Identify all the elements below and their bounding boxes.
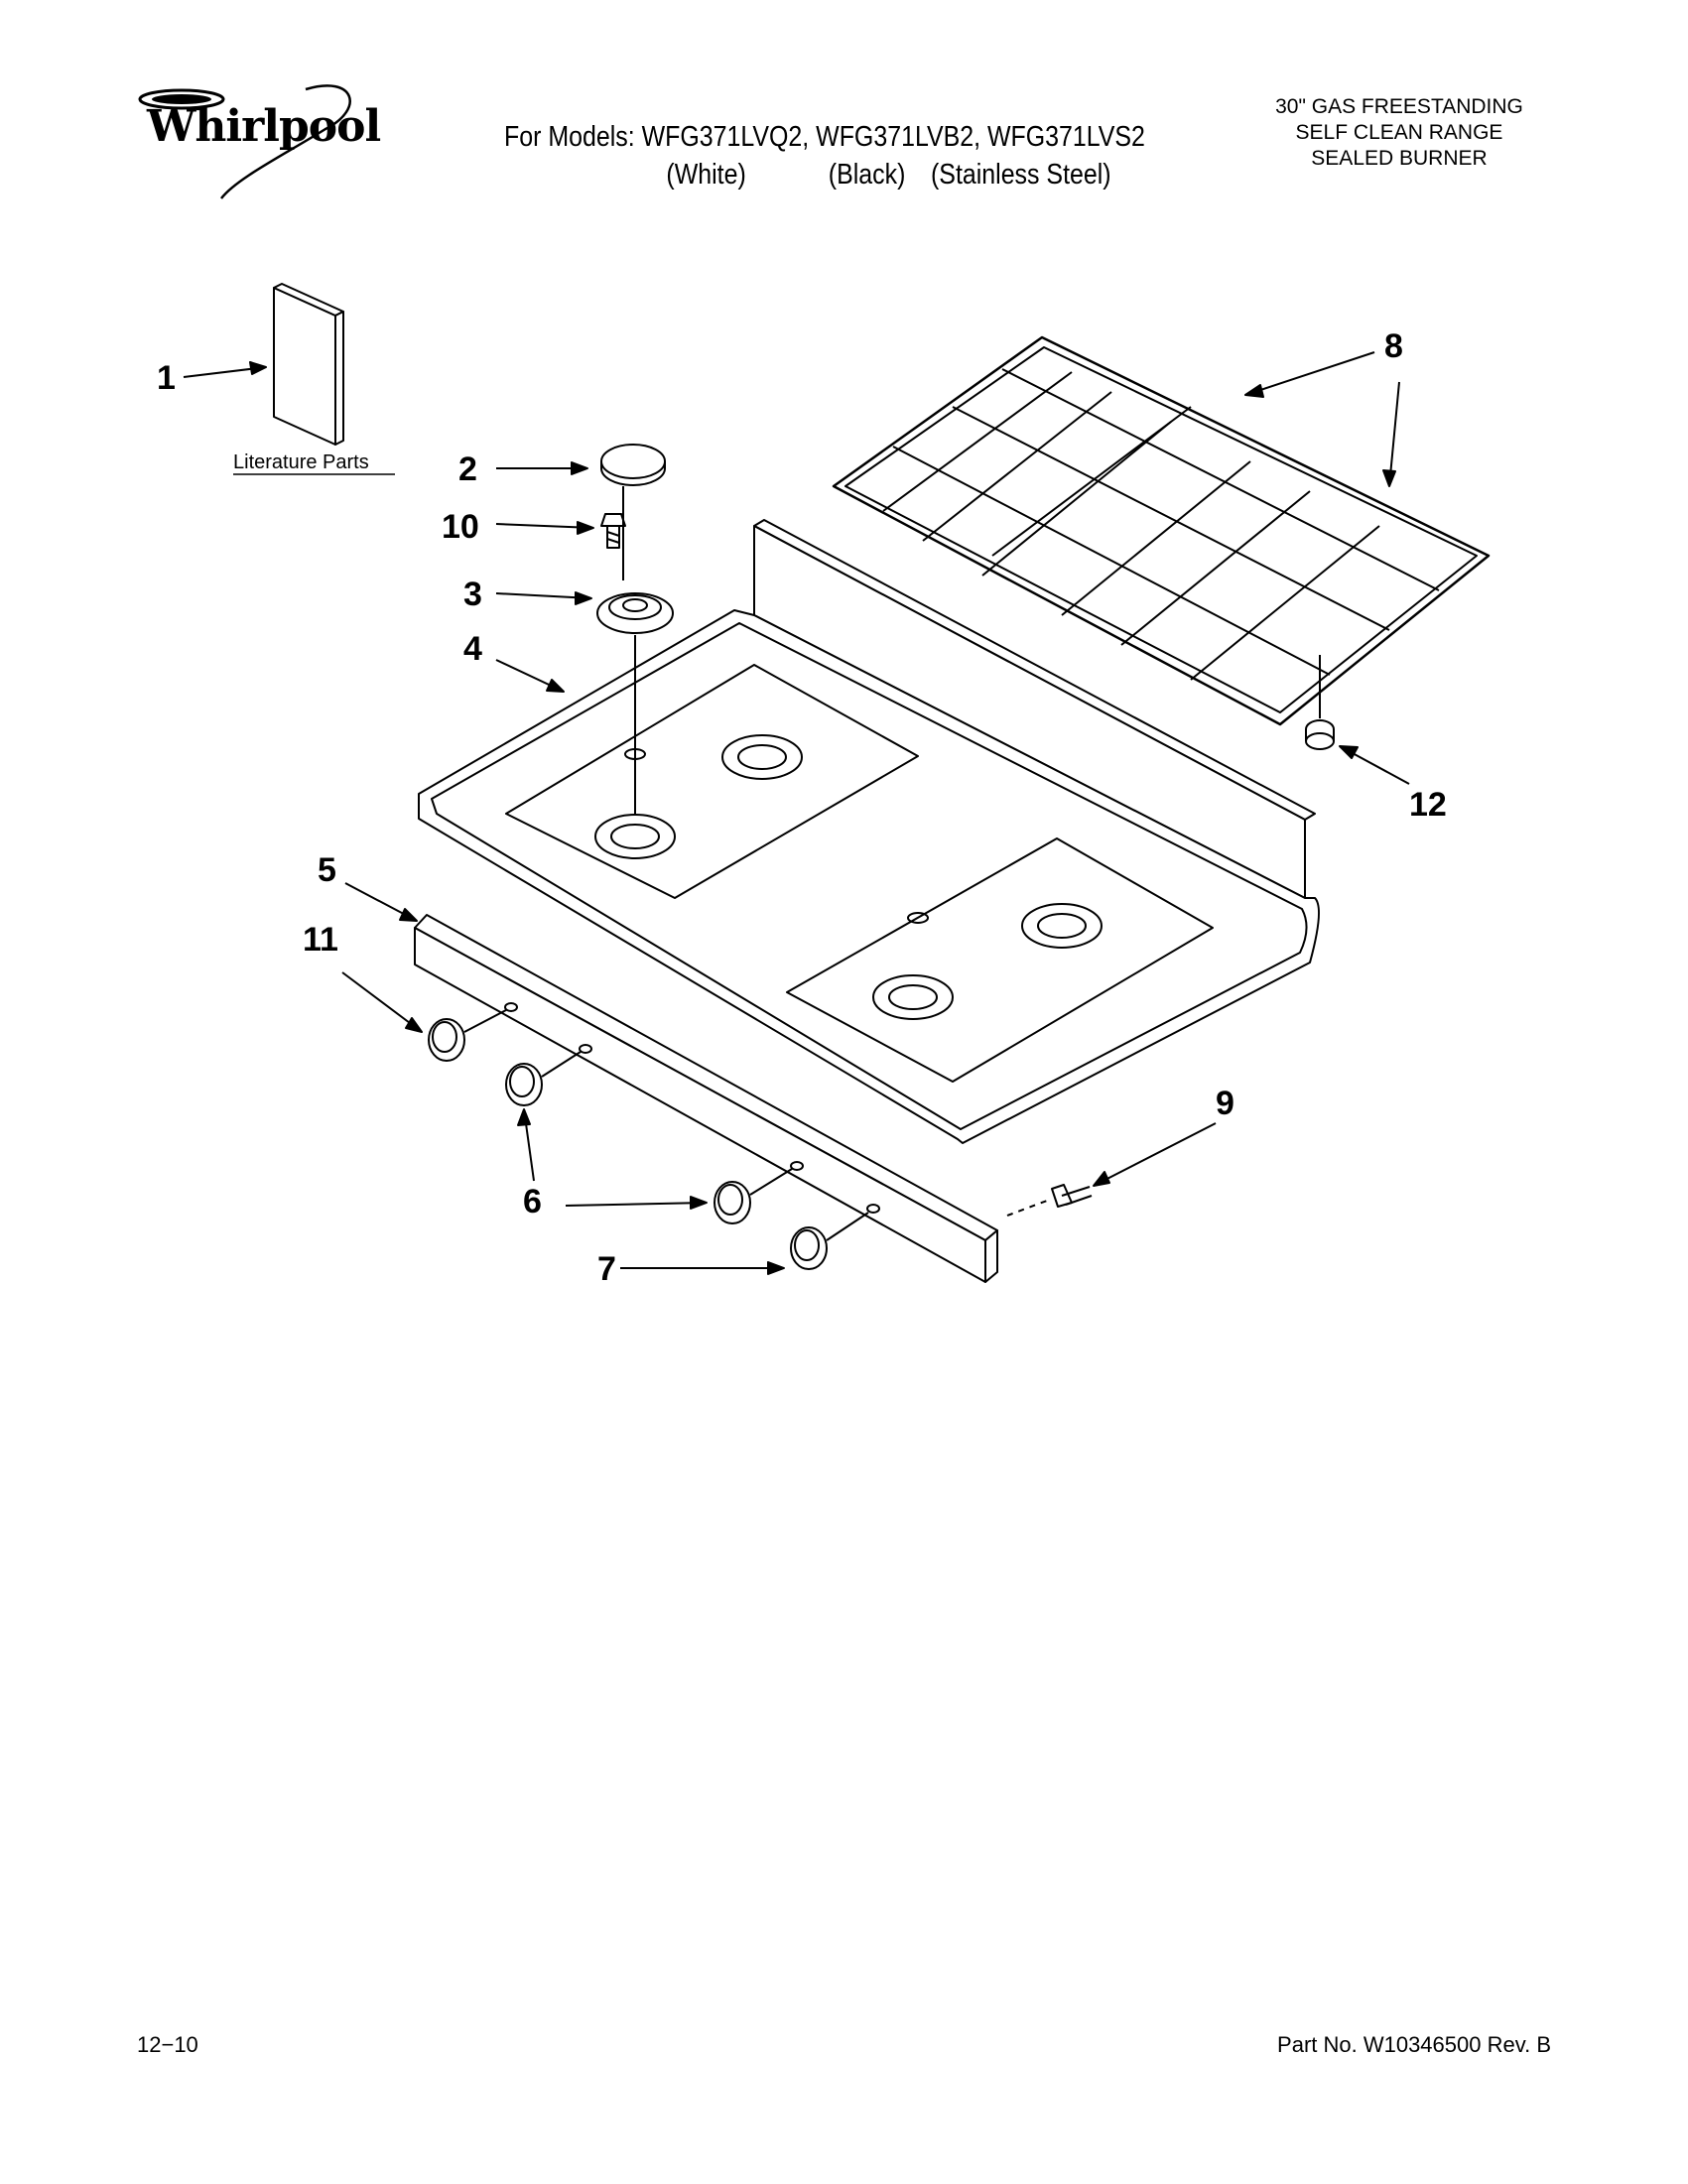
literature-booklet (273, 283, 344, 446)
description-line-1: 30" GAS FREESTANDING (1275, 95, 1523, 118)
callout-6-leader-b (565, 1202, 708, 1207)
burner-grate (832, 335, 1491, 726)
model-list: For Models: WFG371LVQ2, WFG371LVB2, WFG3… (504, 121, 1145, 191)
callout-8-leader-b (1388, 381, 1400, 487)
callout-8-leader-a (1244, 351, 1375, 396)
burner-cap (600, 444, 666, 486)
description-line-2: SELF CLEAN RANGE (1295, 121, 1503, 144)
panel-screw (1051, 1184, 1093, 1208)
callout-9: 9 (1216, 1085, 1234, 1122)
burner-screw (600, 513, 626, 549)
brand-wordmark: Whirlpool (147, 101, 381, 152)
callout-2: 2 (458, 450, 477, 488)
callout-7: 7 (597, 1250, 616, 1288)
burner-base (596, 592, 674, 634)
revision-date: 12−10 (137, 2032, 198, 2057)
callout-4: 4 (463, 630, 482, 668)
callout-12: 12 (1409, 786, 1447, 824)
callout-6: 6 (523, 1183, 542, 1220)
control-knobs (428, 1009, 869, 1270)
color-black: (Black) (828, 159, 906, 191)
brand-logo (138, 84, 351, 199)
grate-foot (1305, 719, 1335, 750)
cooktop (418, 519, 1320, 1144)
literature-parts-label: Literature Parts (233, 451, 369, 473)
color-white: (White) (666, 159, 746, 191)
product-description: 30" GAS FREESTANDING SELF CLEAN RANGE SE… (1231, 94, 1568, 172)
callout-8: 8 (1384, 327, 1403, 365)
control-panel (414, 914, 998, 1283)
callout-1: 1 (157, 359, 176, 397)
callout-9-leader (1093, 1122, 1217, 1187)
callout-5: 5 (318, 851, 336, 889)
callout-3: 3 (463, 576, 482, 613)
part-number: Part No. W10346500 Rev. B (1277, 2032, 1551, 2057)
model-numbers: For Models: WFG371LVQ2, WFG371LVB2, WFG3… (504, 121, 1145, 153)
callout-10: 10 (442, 508, 479, 546)
callout-11: 11 (303, 921, 338, 959)
color-stainless: (Stainless Steel) (931, 159, 1111, 191)
description-line-3: SEALED BURNER (1311, 147, 1488, 170)
